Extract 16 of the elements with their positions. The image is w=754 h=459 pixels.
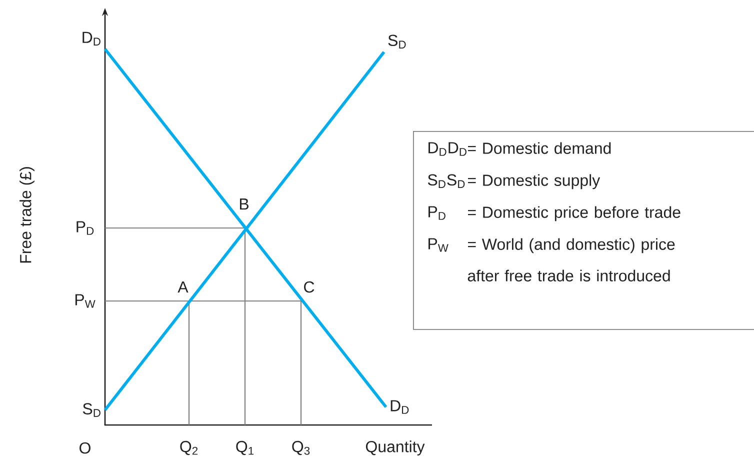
quantity-label: Q$_{3}$ — [292, 440, 310, 456]
price-label: P$_{W}$ — [75, 294, 96, 308]
curve-label: S$_{D}$ — [82, 403, 100, 417]
quantity-label: Q$_{2}$ — [180, 440, 198, 456]
point-label: B — [240, 198, 248, 210]
axis-label: Quantity — [366, 440, 425, 456]
point-label: A — [178, 282, 188, 292]
origin-label: O — [80, 442, 90, 454]
price-label: P$_{D}$ — [76, 221, 94, 235]
curve-label: D$_{D}$ — [390, 400, 409, 414]
quantity-label: Q$_{1}$ — [236, 440, 254, 456]
point-label: C — [304, 281, 314, 293]
axis-label: Free trade (£) — [20, 167, 34, 263]
curve-label: D$_{D}$ — [82, 32, 100, 46]
curve-label: S$_{D}$ — [388, 34, 406, 48]
key-box: D$_{D}$D$_{D}$= Domestic demand S$_{D}$S$_{D}$ = Domestic supply P$_{D}$ = Domestic price before trade P$_{W}$ = World (and domestic) price after free trade is introduced — [413, 131, 754, 330]
